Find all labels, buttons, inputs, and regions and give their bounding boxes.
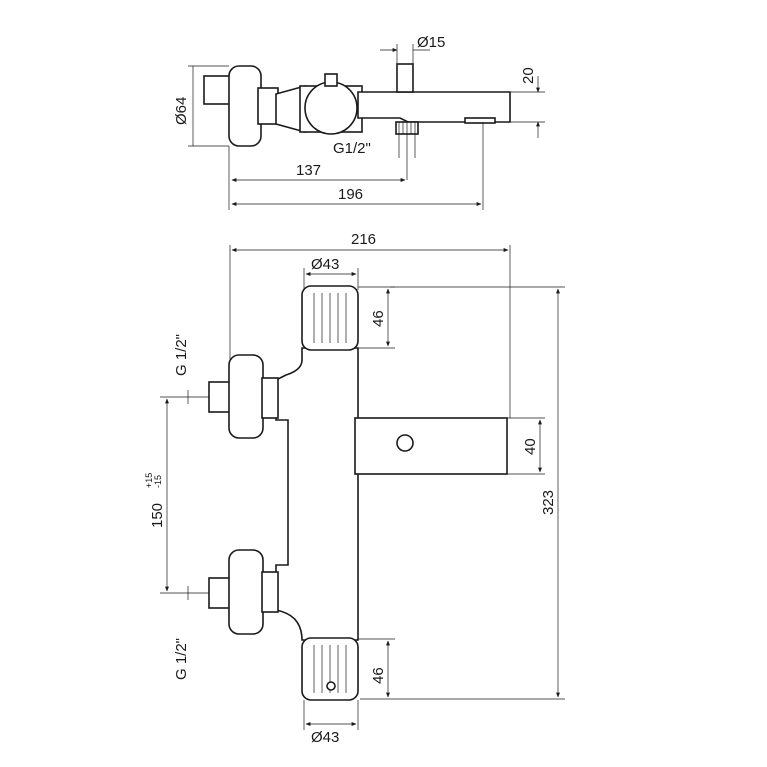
top-view-spout-outlet <box>464 117 496 124</box>
thread-label-top: G1/2" <box>333 140 371 157</box>
dim-height-323: 323 <box>540 490 557 515</box>
front-view-lower-handle <box>228 549 264 635</box>
dim-width-216: 216 <box>351 231 376 248</box>
tolerance-plus: +15 <box>144 473 154 488</box>
front-view-main-body <box>275 347 359 641</box>
top-view-mixer-dome <box>304 81 358 135</box>
dim-length-196: 196 <box>338 186 363 203</box>
dim-diameter-15: Ø15 <box>417 34 445 51</box>
front-view-lower-nut <box>261 571 279 613</box>
dim-spout-40: 40 <box>522 438 539 455</box>
front-view-upper-nut <box>261 377 279 419</box>
dim-length-137: 137 <box>296 162 321 179</box>
front-view-bottom-knob-screw <box>326 681 336 691</box>
top-view-left-nut <box>257 87 279 125</box>
front-view-upper-handle <box>228 354 264 439</box>
dim-centers-150: 150 <box>149 503 166 528</box>
dim-spout-20: 20 <box>520 67 537 84</box>
top-view-diverter-knob <box>396 63 414 93</box>
dim-knob-46-top: 46 <box>370 310 387 327</box>
front-view: 216 Ø43 46 40 <box>144 231 565 746</box>
thread-label-lower: G 1/2" <box>173 638 190 680</box>
dim-diameter-43-bottom: Ø43 <box>311 729 339 746</box>
tolerance-minus: -15 <box>153 475 163 488</box>
thread-label-upper: G 1/2" <box>173 334 190 376</box>
top-view-mixer-cap <box>324 73 338 87</box>
top-view: Ø15 20 Ø64 G1/2" 137 196 <box>173 34 545 210</box>
dim-diameter-43-top: Ø43 <box>311 256 339 273</box>
dim-knob-46-bottom: 46 <box>370 667 387 684</box>
dim-diameter-64: Ø64 <box>173 97 190 125</box>
top-view-left-handle <box>228 65 262 147</box>
front-view-diverter-button <box>396 434 414 452</box>
top-view-left-stub <box>203 75 232 105</box>
front-view-spout <box>354 417 508 475</box>
